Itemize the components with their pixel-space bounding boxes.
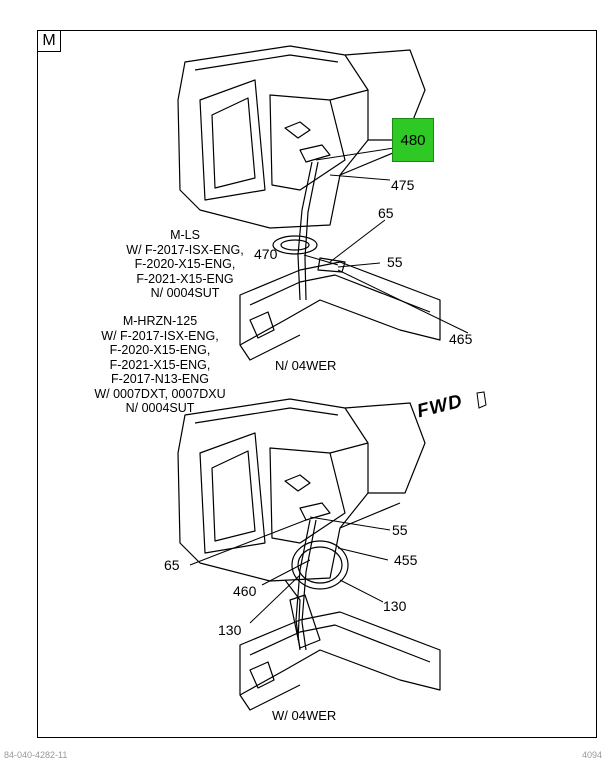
applicability-line: N/ 0004SUT (150, 286, 220, 300)
callout-130[interactable]: 130 (218, 622, 242, 638)
applicability-line: W/ F-2017-ISX-ENG, (126, 242, 244, 257)
applicability-note-1: M-LS W/ F-2017-ISX-ENG, F-2020-X15-ENG, … (100, 228, 270, 301)
applicability-line: F-2017-N13-ENG (111, 372, 209, 386)
callout-455[interactable]: 455 (394, 552, 418, 568)
callout-130[interactable]: 130 (383, 598, 407, 614)
top-tubes (272, 121, 331, 301)
callout-480-highlighted[interactable]: 480 (392, 118, 434, 162)
applicability-line: N/ 0004SUT (125, 401, 195, 415)
applicability-line: W/ F-2017-ISX-ENG, (101, 328, 219, 343)
applicability-line: F-2020-X15-ENG, (109, 343, 211, 357)
callout-470[interactable]: 470 (254, 246, 278, 262)
callout-65[interactable]: 65 (378, 205, 394, 221)
callout-55[interactable]: 55 (392, 522, 408, 538)
applicability-line: F-2021-X15-ENG, (109, 357, 211, 372)
callout-460[interactable]: 460 (233, 583, 257, 599)
applicability-line: M-HRZN-125 (122, 314, 198, 328)
footer-document-id: 84-040-4282-11 (4, 750, 68, 760)
applicability-line: W/ 0007DXT, 0007DXU (94, 386, 226, 401)
callout-55[interactable]: 55 (387, 254, 403, 270)
bottom-chassis-rail (239, 594, 441, 711)
bottom-cab-panel (177, 398, 426, 582)
callout-465[interactable]: 465 (449, 331, 473, 347)
applicability-note-2: M-HRZN-125 W/ F-2017-ISX-ENG, F-2020-X15… (75, 314, 245, 416)
drawing-frame (37, 30, 597, 738)
applicability-line: F-2020-X15-ENG, (134, 257, 236, 271)
bottom-tubes (284, 474, 349, 651)
applicability-line: M-LS (170, 228, 200, 242)
callout-65[interactable]: 65 (164, 557, 180, 573)
footer-page-number: 4094 (582, 750, 603, 760)
top-cab-panel (177, 45, 426, 229)
top-view-caption: N/ 04WER (275, 358, 337, 373)
callout-475[interactable]: 475 (391, 177, 415, 193)
top-chassis-rail (239, 257, 441, 361)
bottom-view-caption: W/ 04WER (272, 708, 337, 723)
section-tag: M (38, 31, 61, 52)
applicability-line: F-2021-X15-ENG (136, 271, 234, 286)
